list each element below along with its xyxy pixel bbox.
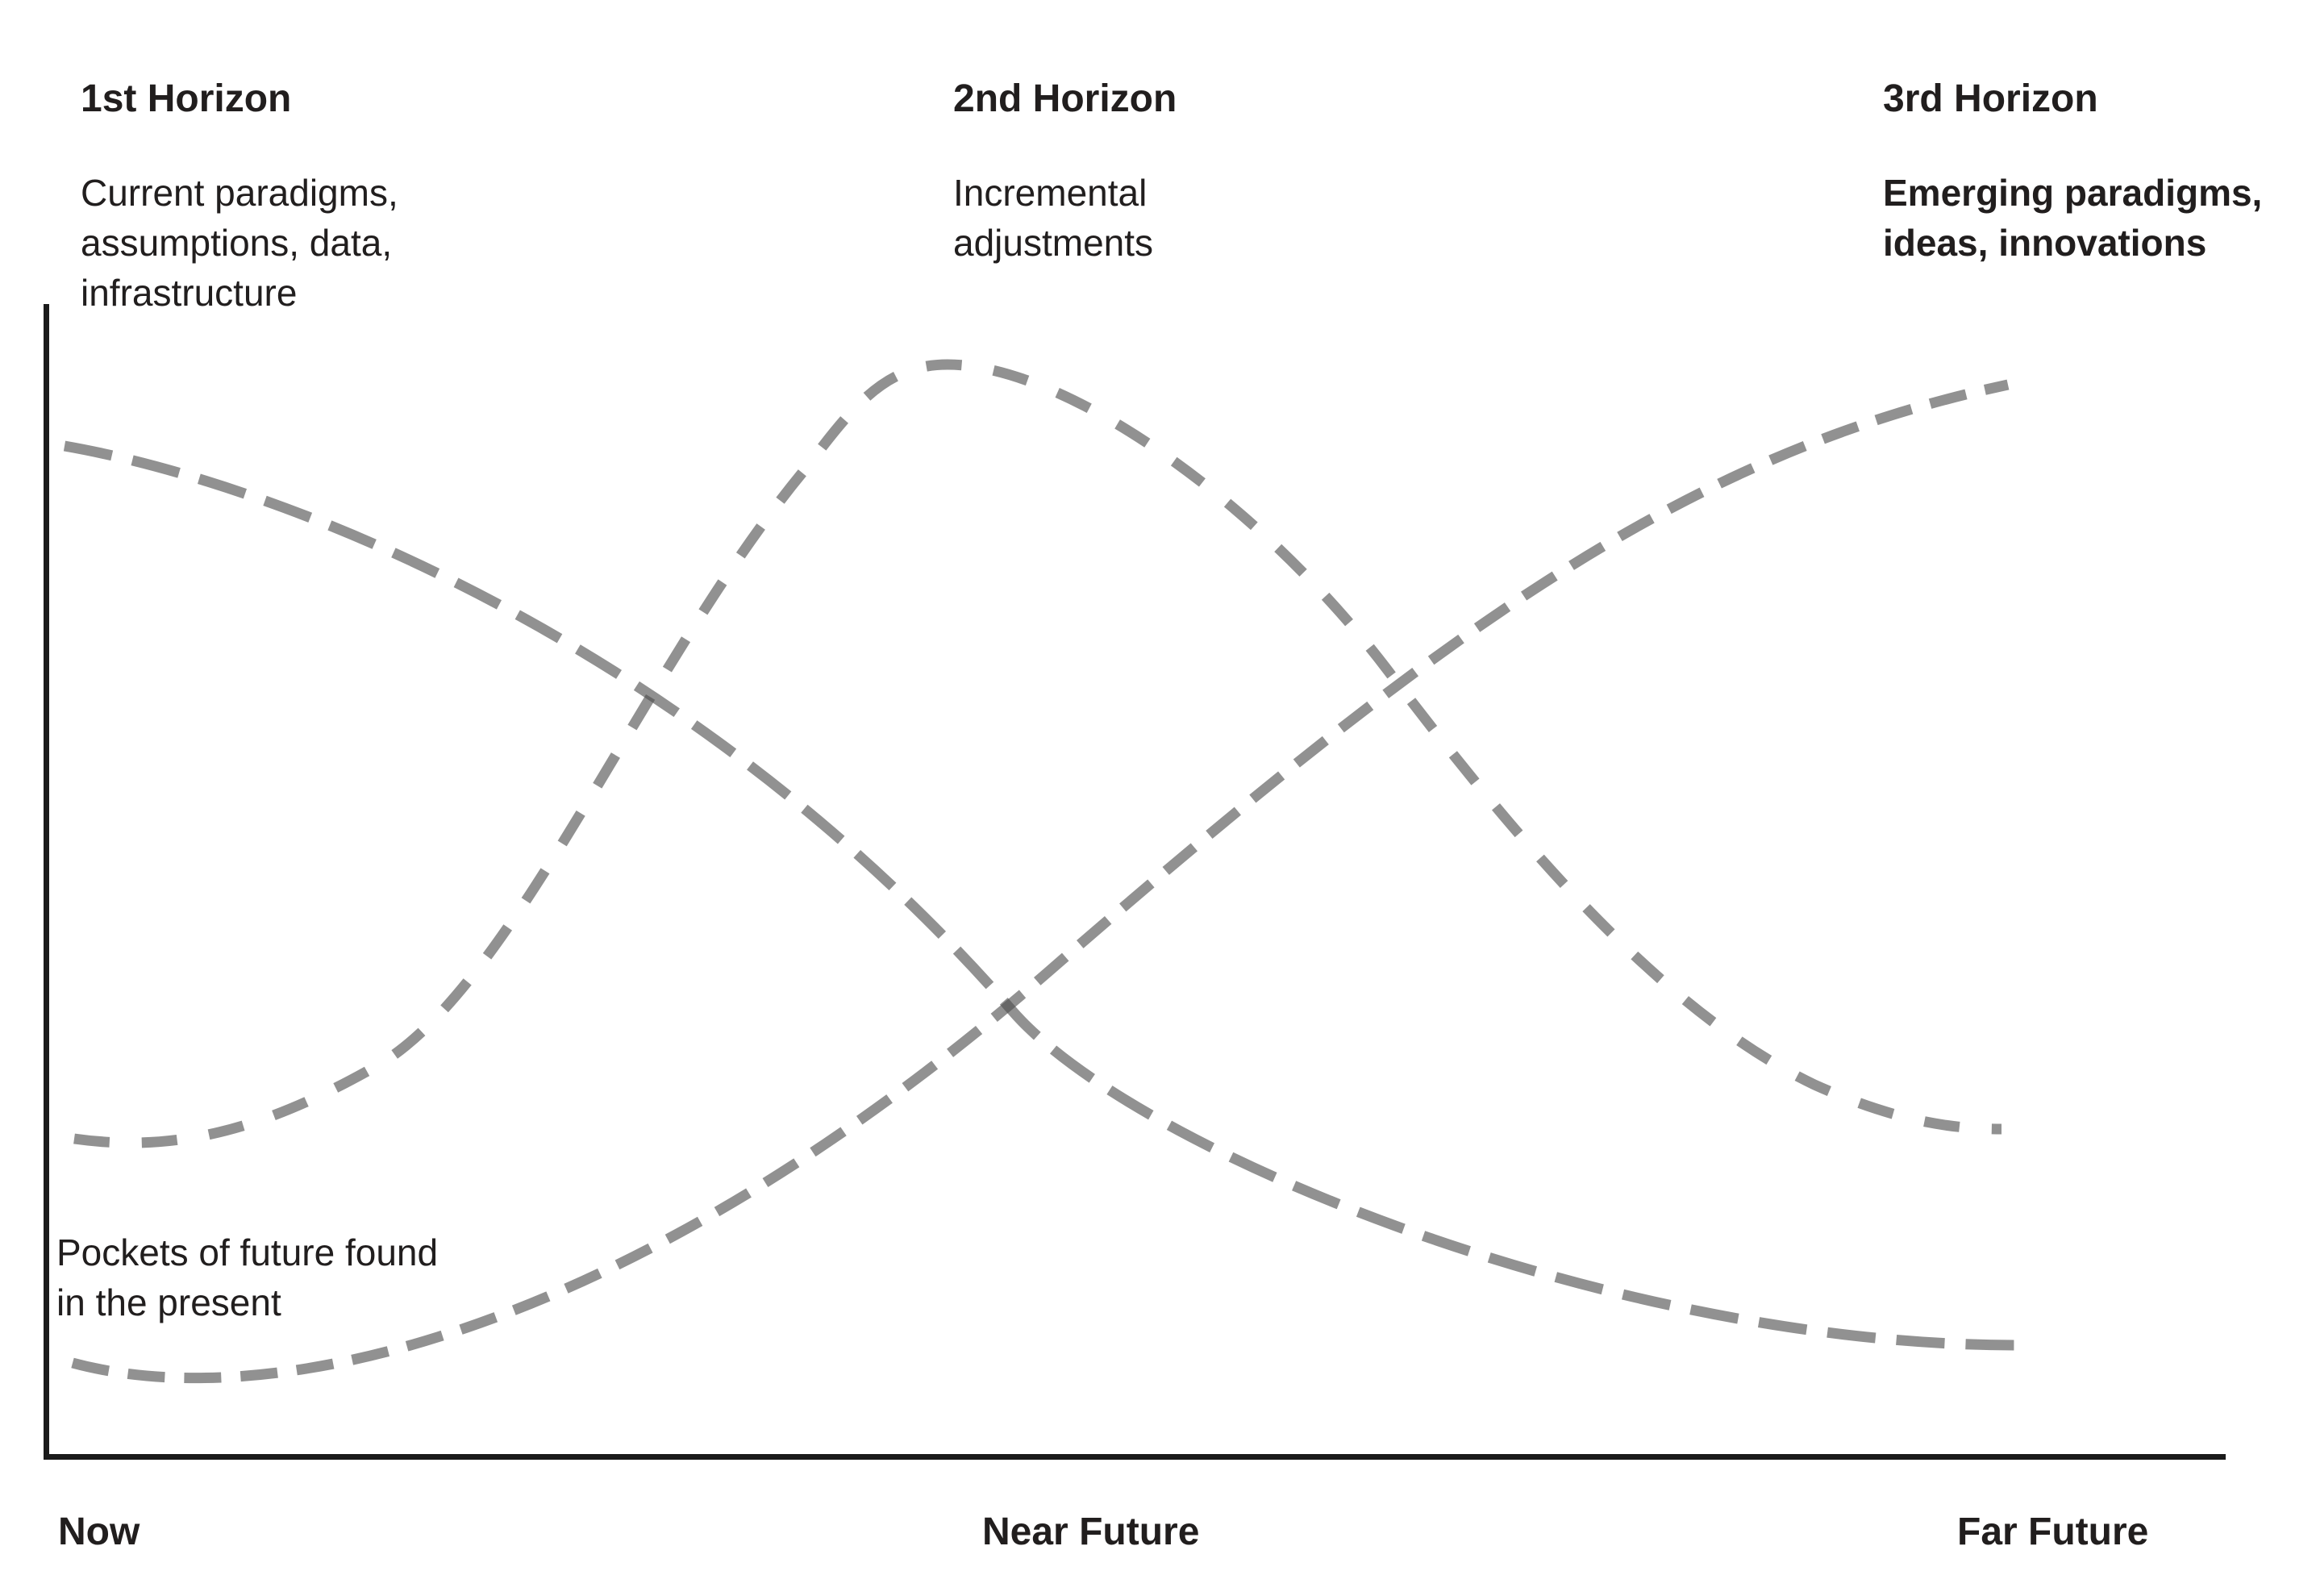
horizon-2-title: 2nd Horizon — [953, 77, 1177, 120]
horizon-1-title: 1st Horizon — [81, 77, 292, 120]
x-axis-label-near-future: Near Future — [982, 1511, 1200, 1553]
x-axis-label-now: Now — [58, 1511, 140, 1553]
first-horizon-curve — [63, 440, 2017, 1351]
pockets-of-future-annotation: Pockets of future found in the present — [56, 1231, 439, 1323]
third-horizon-curve — [71, 379, 2010, 1384]
horizon-3-title: 3rd Horizon — [1883, 77, 2098, 120]
horizon-2-subtitle: Incremental adjustments — [953, 172, 1154, 264]
horizon-1-subtitle: Current paradigms, assumptions, data, in… — [81, 172, 398, 314]
second-horizon-curve — [73, 359, 2002, 1148]
horizon-3-subtitle: Emerging paradigms, ideas, innovations — [1883, 172, 2263, 264]
x-axis-label-far-future: Far Future — [1957, 1511, 2149, 1553]
